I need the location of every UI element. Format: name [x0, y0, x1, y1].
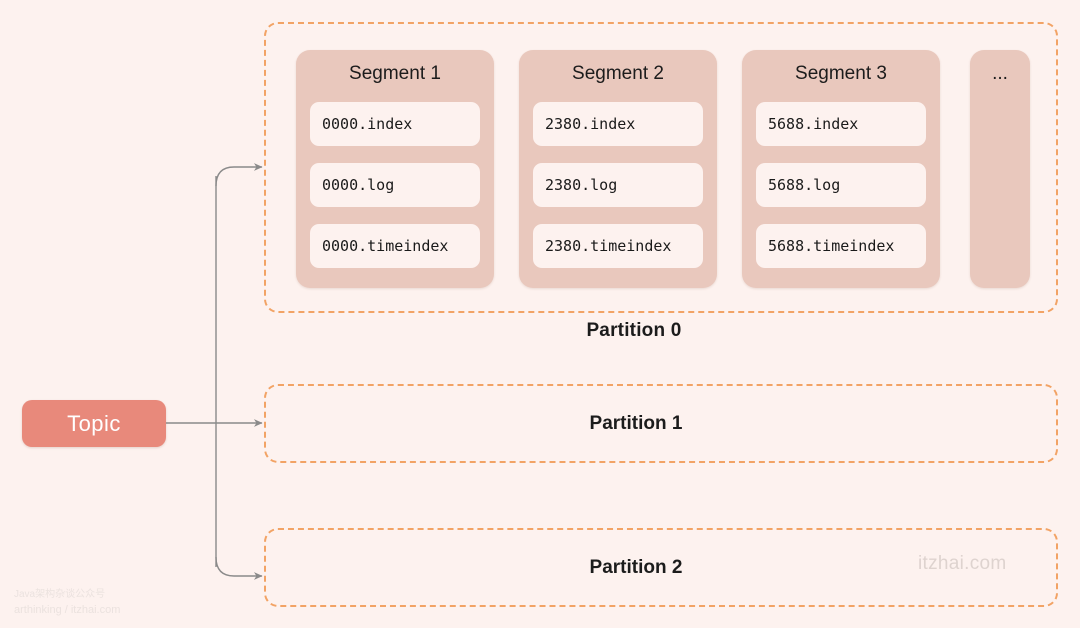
file-name: 2380.log — [545, 176, 618, 194]
watermark-corner-line-1: Java架构杂谈公众号 — [14, 589, 106, 600]
file-pill-log[interactable]: 0000.log — [310, 163, 480, 207]
segment-title: Segment 1 — [349, 63, 441, 84]
file-pill-timeindex[interactable]: 0000.timeindex — [310, 224, 480, 268]
file-name: 0000.index — [322, 115, 413, 133]
segment-card-3[interactable]: Segment 3 5688.index 5688.log 5688.timei… — [742, 50, 940, 288]
file-pill-index[interactable]: 0000.index — [310, 102, 480, 146]
ellipsis-icon: ... — [992, 63, 1008, 84]
partition-2-container[interactable]: Partition 2 — [264, 528, 1058, 607]
file-pill-log[interactable]: 2380.log — [533, 163, 703, 207]
file-pill-log[interactable]: 5688.log — [756, 163, 926, 207]
file-name: 2380.index — [545, 115, 636, 133]
file-pill-index[interactable]: 5688.index — [756, 102, 926, 146]
file-name: 5688.index — [768, 115, 859, 133]
partition-1-container[interactable]: Partition 1 — [264, 384, 1058, 463]
file-pill-timeindex[interactable]: 5688.timeindex — [756, 224, 926, 268]
partition-0-label: Partition 0 — [586, 320, 682, 341]
watermark-corner: Java架构杂谈公众号 arthinking / itzhai.com — [14, 588, 120, 618]
more-segments-card[interactable]: ... — [970, 50, 1030, 288]
segment-card-2[interactable]: Segment 2 2380.index 2380.log 2380.timei… — [519, 50, 717, 288]
topic-label: Topic — [67, 410, 121, 436]
watermark-corner-line-2: arthinking / itzhai.com — [14, 603, 121, 616]
partition-1-label: Partition 1 — [589, 412, 683, 434]
file-pill-index[interactable]: 2380.index — [533, 102, 703, 146]
segment-card-1[interactable]: Segment 1 0000.index 0000.log 0000.timei… — [296, 50, 494, 288]
segment-title: Segment 2 — [572, 63, 664, 84]
file-name: 0000.timeindex — [322, 237, 449, 255]
file-name: 5688.log — [768, 176, 841, 194]
watermark-site: itzhai.com — [918, 553, 1007, 574]
segment-title: Segment 3 — [795, 63, 887, 84]
file-name: 5688.timeindex — [768, 237, 895, 255]
topic-node[interactable]: Topic — [22, 400, 166, 447]
file-name: 0000.log — [322, 176, 395, 194]
partition-2-label: Partition 2 — [589, 556, 683, 578]
partition-0-container[interactable] — [264, 22, 1058, 313]
file-name: 2380.timeindex — [545, 237, 672, 255]
file-pill-timeindex[interactable]: 2380.timeindex — [533, 224, 703, 268]
